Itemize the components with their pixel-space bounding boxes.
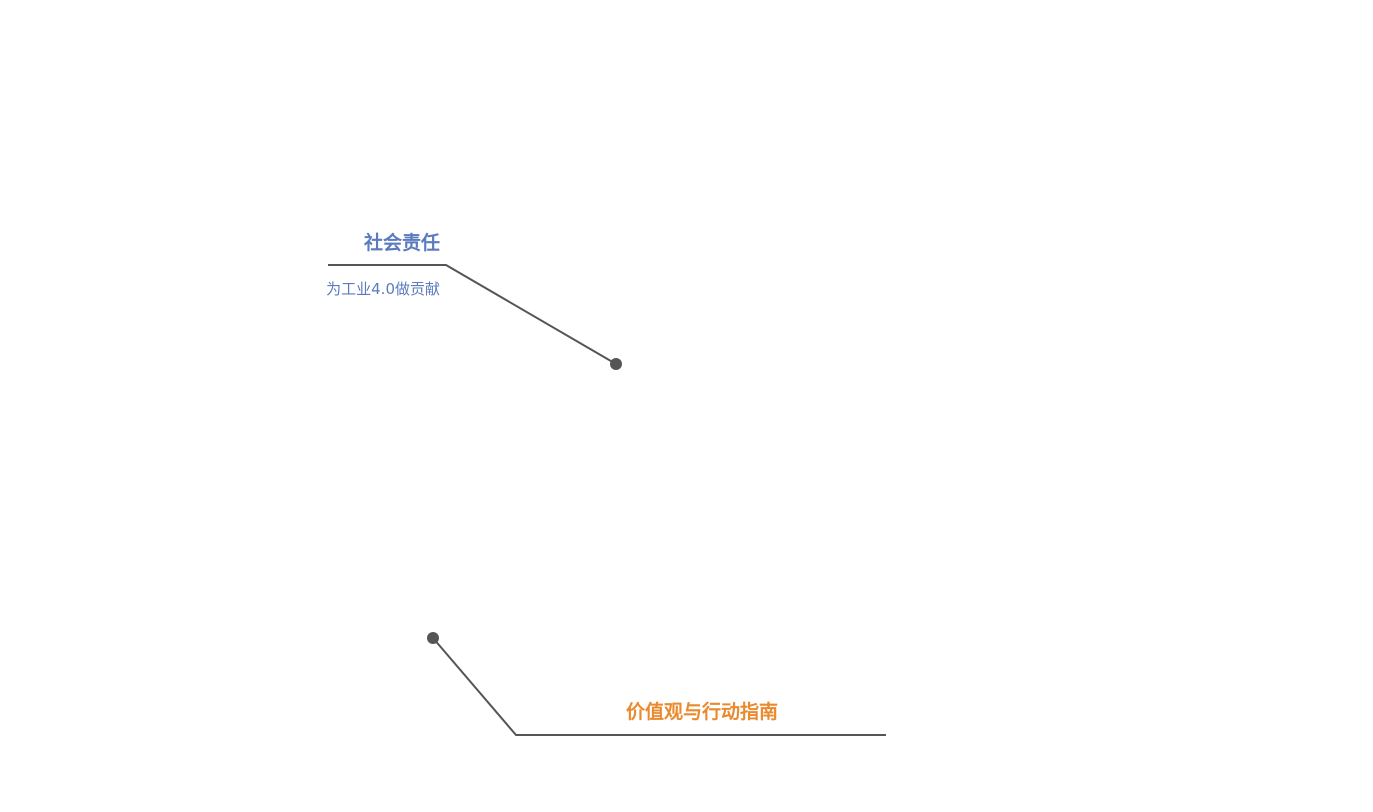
values-guide-title: 价值观与行动指南 (626, 701, 779, 723)
values-guide-leader-line (432, 637, 886, 736)
social-responsibility-callout (328, 264, 622, 370)
values-guide-anchor-dot (427, 632, 439, 644)
social-responsibility-title: 社会责任 (363, 232, 440, 254)
social-responsibility-anchor-dot (610, 358, 622, 370)
social-responsibility-subtitle: 为工业4.0做贡献 (326, 280, 440, 298)
social-responsibility-leader-line (328, 264, 617, 365)
values-guide-callout (427, 632, 886, 736)
